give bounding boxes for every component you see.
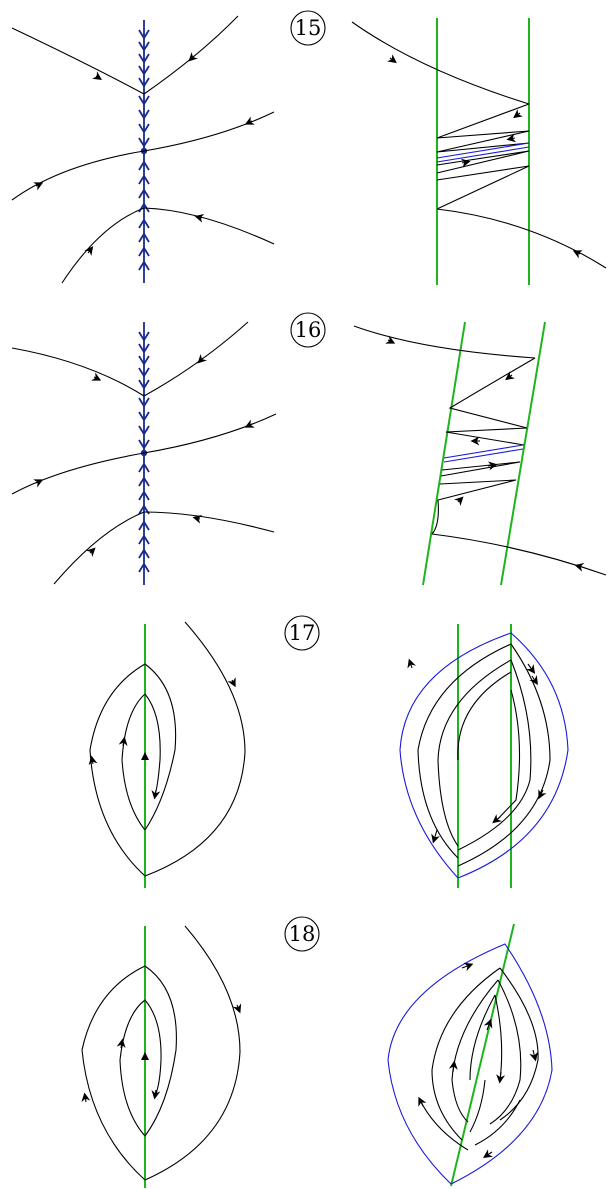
- trajectory: [417, 643, 512, 859]
- trajectory: [494, 689, 521, 823]
- direction-arrow: [141, 1052, 149, 1060]
- trajectory: [440, 461, 521, 477]
- trajectory: [436, 208, 607, 269]
- panel-16-label: 16: [290, 312, 326, 348]
- trajectory: [143, 15, 239, 95]
- separatrix: [443, 444, 524, 459]
- trajectory: [445, 427, 528, 446]
- trajectory: [431, 533, 607, 576]
- svg-text:18: 18: [289, 922, 316, 946]
- separatrix: [436, 146, 530, 163]
- trajectory: [144, 621, 246, 877]
- panel-18-label: 18: [284, 916, 320, 952]
- trajectory: [11, 27, 145, 95]
- trajectory: [11, 347, 145, 397]
- invariant-line-arrows: [138, 29, 150, 271]
- trajectory: [143, 321, 249, 397]
- panel-18-right-section: [387, 923, 553, 1187]
- panel-15: 15: [11, 10, 607, 285]
- trajectory: [437, 659, 512, 847]
- trajectory: [353, 325, 536, 359]
- separatrix: [387, 943, 553, 1185]
- panel-18-left-portrait: [81, 925, 242, 1188]
- svg-text:17: 17: [289, 621, 316, 645]
- panel-15-label: 15: [290, 10, 326, 46]
- trajectory: [144, 999, 162, 1097]
- panel-17-left-portrait: [88, 621, 246, 888]
- trajectory: [144, 965, 177, 1137]
- trajectory: [61, 207, 145, 284]
- section-line: [450, 923, 515, 1187]
- svg-text:15: 15: [295, 16, 322, 40]
- trajectory: [494, 994, 503, 1081]
- panel-17: 17: [88, 615, 569, 888]
- trajectory: [474, 1099, 521, 1146]
- trajectory: [448, 357, 536, 429]
- trajectory: [436, 165, 530, 210]
- trajectory: [53, 511, 145, 585]
- trajectory: [11, 111, 275, 201]
- panel-16-right-section: [353, 321, 607, 586]
- trajectory: [143, 207, 275, 245]
- panel-16-left-portrait: [11, 321, 277, 585]
- separatrix: [399, 632, 569, 879]
- trajectory: [81, 965, 146, 1181]
- panel-16: 16: [11, 312, 607, 586]
- svg-text:16: 16: [295, 318, 322, 342]
- trajectory: [436, 130, 530, 153]
- trajectory: [144, 925, 241, 1181]
- trajectory: [436, 103, 530, 139]
- trajectory: [457, 671, 512, 761]
- panel-17-label: 17: [284, 615, 320, 651]
- section-line: [500, 321, 546, 586]
- section-line: [422, 321, 466, 586]
- trajectory: [469, 1079, 486, 1133]
- trajectory: [351, 21, 530, 105]
- panel-17-right-section: [399, 624, 569, 888]
- trajectory: [457, 643, 551, 867]
- panel-15-left-portrait: [11, 15, 275, 284]
- trajectory: [451, 979, 499, 1123]
- trajectory: [431, 479, 517, 535]
- trajectory: [469, 994, 496, 1081]
- trajectory: [143, 511, 275, 533]
- direction-arrow: [141, 752, 149, 760]
- separatrix: [443, 448, 524, 463]
- trajectory: [11, 413, 277, 495]
- panel-18: 18: [81, 916, 553, 1188]
- panel-15-right-section: [351, 18, 607, 285]
- trajectory: [144, 663, 177, 831]
- trajectory: [144, 693, 161, 796]
- trajectory: [457, 659, 532, 851]
- trajectory: [121, 693, 146, 831]
- invariant-line-arrows: [138, 331, 150, 573]
- trajectory: [119, 999, 146, 1137]
- trajectory: [489, 979, 522, 1125]
- trajectory: [431, 967, 501, 1141]
- trajectory: [89, 663, 146, 877]
- separatrix: [436, 142, 530, 159]
